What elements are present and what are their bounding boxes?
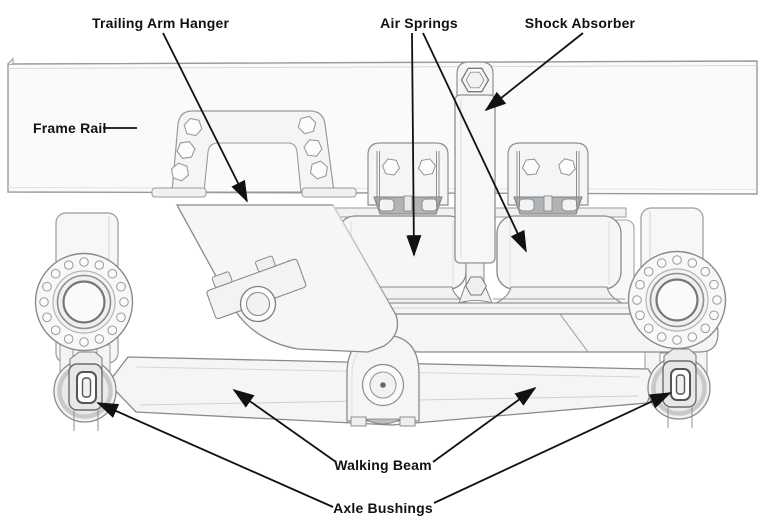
arrow-air-spring-right [422,32,527,253]
label-shock-absorber: Shock Absorber [525,15,636,31]
label-walking-beam: Walking Beam [334,457,432,473]
hanger-arch [151,110,357,198]
trailing-arm [175,204,399,353]
arrow-trailing-arm-hanger [162,32,248,203]
callout-labels: Trailing Arm Hanger Air Springs Shock Ab… [33,15,636,516]
beam-center-pivot [346,334,420,427]
shock-absorber [454,61,496,304]
leader-arrows [96,32,672,508]
arrow-axle-bushing-left [96,402,334,508]
upper-bracket-left [367,142,449,215]
upper-bracket-right [507,142,589,215]
label-frame-rail: Frame Rail [33,120,107,136]
shock-lower-bolt [465,276,487,296]
arrow-axle-bushing-right [433,392,672,504]
pivot-center-dot [380,382,386,388]
arrow-walking-beam-right [432,386,537,463]
left-axle-hub [34,252,134,352]
air-spring-right [491,215,627,306]
arrow-shock-absorber [484,32,584,112]
arrow-air-spring-left [406,32,422,257]
label-trailing-arm-hanger: Trailing Arm Hanger [92,15,229,31]
right-axle-hub [627,250,727,350]
label-air-springs: Air Springs [380,15,458,31]
label-axle-bushings: Axle Bushings [333,500,433,516]
arrow-walking-beam-left [232,388,337,463]
